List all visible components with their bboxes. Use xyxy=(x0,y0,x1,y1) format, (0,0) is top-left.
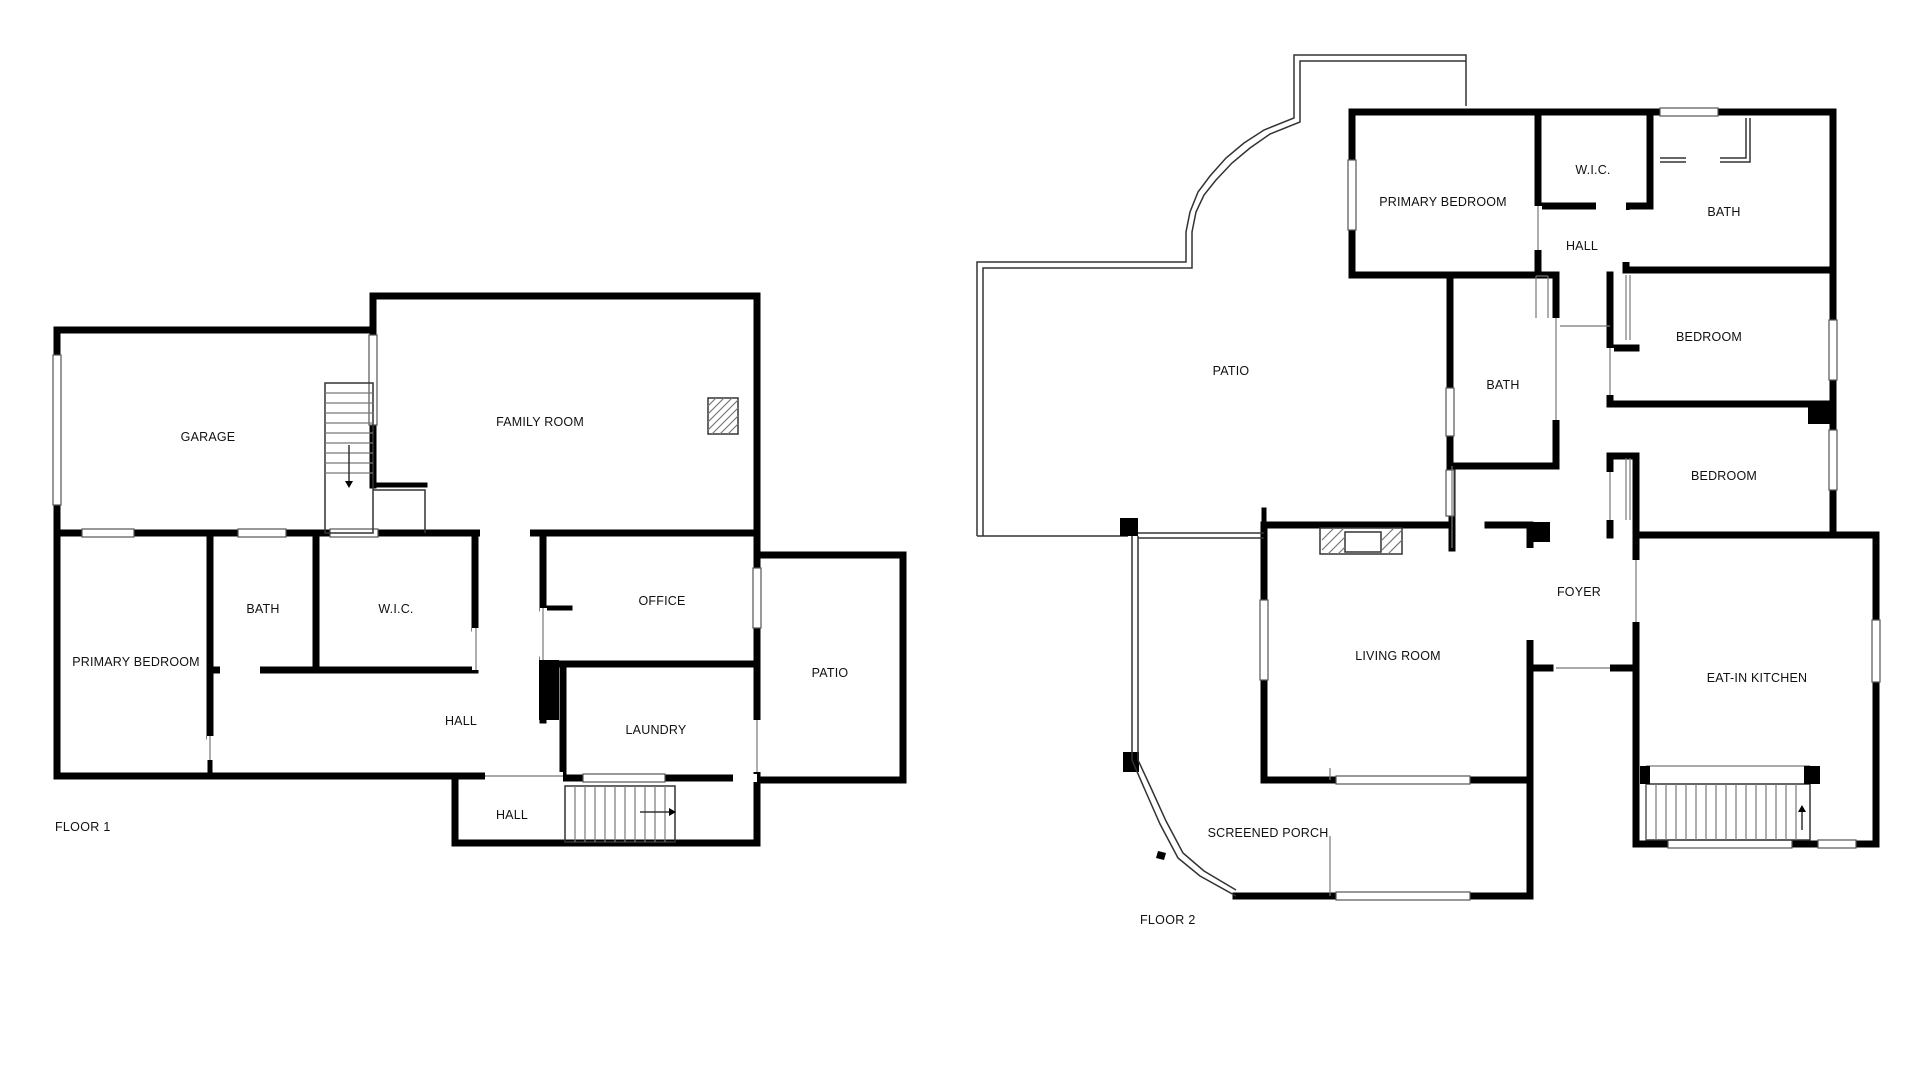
floor-1-office-label: OFFICE xyxy=(638,594,685,608)
floor-1-hall-lower-label: HALL xyxy=(496,808,528,822)
floor-1-outer-wall xyxy=(53,292,907,847)
floor-2-window xyxy=(1445,469,1455,517)
floor-2-wall xyxy=(1606,391,1837,408)
floor-1-stairs-garage xyxy=(324,382,426,534)
floor-2-column xyxy=(1530,522,1550,542)
floor-2-porch-curve xyxy=(1131,536,1237,897)
floor-2-window xyxy=(1828,319,1838,381)
floor-2-window xyxy=(1817,839,1857,849)
floor-1-door xyxy=(485,772,563,782)
floor-2-primary-bedroom-label: PRIMARY BEDROOM xyxy=(1379,195,1507,209)
floor-2-window xyxy=(1335,775,1471,785)
floor-2-porch-post xyxy=(1156,851,1166,860)
floor-1-primary-bedroom-label: PRIMARY BEDROOM xyxy=(72,655,200,669)
floor-2-patio-label: PATIO xyxy=(1213,364,1250,378)
floor-1-door xyxy=(220,666,260,674)
floor-2-window xyxy=(1871,619,1881,683)
floor-1-window xyxy=(752,567,762,629)
floor-2-window xyxy=(1335,891,1471,901)
floor-2-window xyxy=(1667,839,1793,849)
floor-1-laundry-label: LAUNDRY xyxy=(626,723,687,737)
floor-2-wall xyxy=(1446,271,1560,322)
floor-1-window xyxy=(237,528,287,538)
floor-1-label: FLOOR 1 xyxy=(55,820,111,834)
floor-1-column xyxy=(539,660,559,720)
floor-2-screened-porch-label: SCREENED PORCH xyxy=(1208,826,1329,840)
floor-1-window xyxy=(81,528,135,538)
floor-1-hall-label: HALL xyxy=(445,714,477,728)
floor-2-window xyxy=(1347,159,1357,231)
floor-2-stairs-kitchen xyxy=(1640,765,1820,841)
floor-2-bedroom-1-label: BEDROOM xyxy=(1676,330,1742,344)
floor-2-bath-fixtures xyxy=(1660,118,1751,163)
floor-2-door xyxy=(1596,202,1626,210)
floor-2-foyer-label: FOYER xyxy=(1557,585,1601,599)
floor-1-stairs-hall xyxy=(564,785,676,843)
floor-2-fireplace xyxy=(1319,527,1403,555)
floor-1-patio-label: PATIO xyxy=(812,666,849,680)
floor-2-wall xyxy=(1526,636,1554,672)
floor-2-plan: PRIMARY BEDROOM W.I.C. BATH HALL PATIO B… xyxy=(976,54,1881,927)
floor-2-bedroom-2-label: BEDROOM xyxy=(1691,469,1757,483)
floor-1-plan: GARAGE FAMILY ROOM PRIMARY BEDROOM BATH … xyxy=(52,292,907,847)
floor-1-wic-label: W.I.C. xyxy=(378,602,413,616)
floor-2-wall xyxy=(1446,271,1560,470)
floor-1-fireplace xyxy=(707,397,739,435)
floor-2-eat-in-kitchen-label: EAT-IN KITCHEN xyxy=(1707,671,1808,685)
floor-2-wic-label: W.I.C. xyxy=(1575,163,1610,177)
floor-2-hall-label: HALL xyxy=(1566,239,1598,253)
floor-2-porch-wall xyxy=(1232,776,1534,900)
floor-2-column xyxy=(1808,404,1833,424)
floor-1-family-room-label: FAMILY ROOM xyxy=(496,415,584,429)
floor-2-bath-upper-label: BATH xyxy=(1707,205,1740,219)
floor-2-label: FLOOR 2 xyxy=(1140,913,1196,927)
floor-2-patio-outline xyxy=(976,54,1467,537)
floor-2-column xyxy=(1120,518,1138,536)
floor-2-window xyxy=(1659,107,1719,117)
floor-1-garage-label: GARAGE xyxy=(181,430,236,444)
floor-2-porch-curve xyxy=(1137,536,1237,891)
floor-2-living-room-label: LIVING ROOM xyxy=(1355,649,1441,663)
floor-2-door xyxy=(1526,548,1534,640)
floor-2-bath-mid-label: BATH xyxy=(1486,378,1519,392)
floor-2-window xyxy=(1259,599,1269,681)
floor-1-door xyxy=(480,526,530,540)
floor-2-door xyxy=(1622,210,1630,262)
floor-1-window xyxy=(582,773,666,783)
floor-2-wall xyxy=(1606,271,1640,352)
floor-1-bath-label: BATH xyxy=(246,602,279,616)
floor-2-wall xyxy=(1606,452,1640,539)
floor-1-window xyxy=(52,354,62,506)
floor-2-window xyxy=(1445,387,1455,437)
floor-2-window xyxy=(1828,429,1838,491)
floor-1-door xyxy=(733,774,757,782)
